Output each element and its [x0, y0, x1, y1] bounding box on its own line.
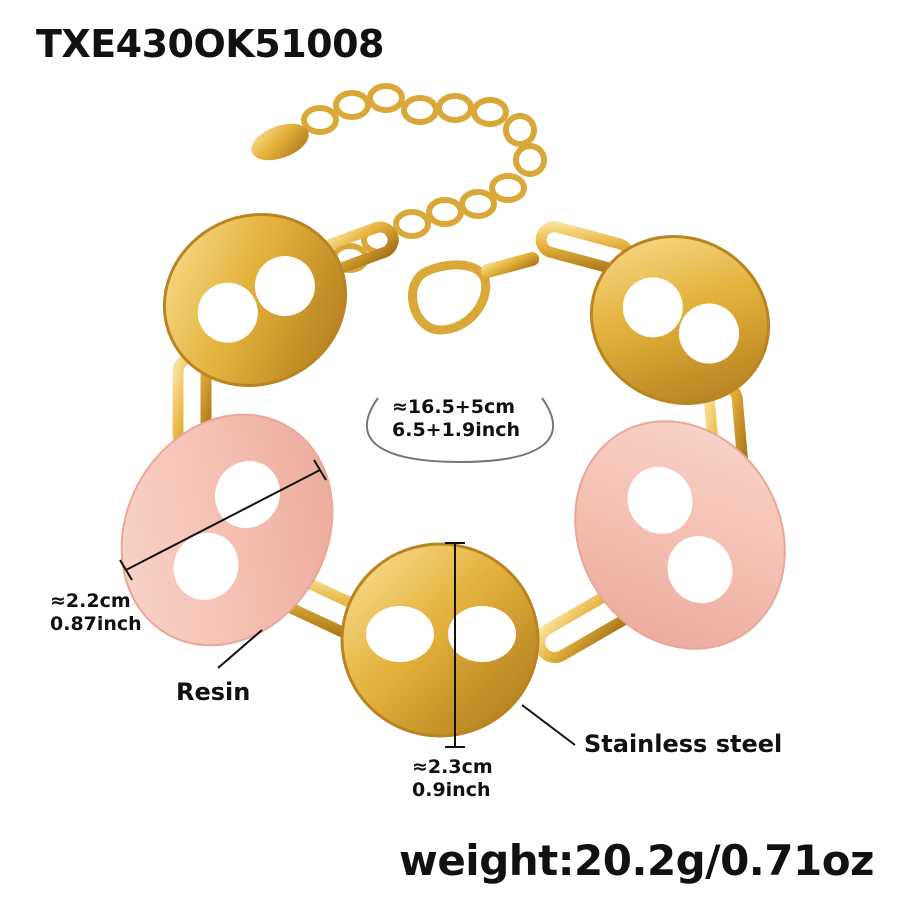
resin-width-measurement: ≈2.2cm 0.87inch — [50, 590, 142, 636]
measurement-lines — [119, 459, 576, 748]
resin-width-cm: ≈2.2cm — [50, 590, 131, 612]
steel-width-inch: 0.9inch — [412, 779, 491, 801]
gold-link-top-right — [589, 235, 771, 405]
product-weight: weight:20.2g/0.71oz — [399, 836, 874, 885]
product-sku: TXE430OK51008 — [36, 22, 384, 66]
resin-link-left — [120, 413, 334, 647]
gold-link-center — [340, 542, 540, 738]
resin-width-inch: 0.87inch — [50, 613, 142, 635]
length-measurement: ≈16.5+5cm 6.5+1.9inch — [392, 396, 520, 442]
resin-link-right — [574, 420, 786, 650]
gold-link-top-left — [162, 213, 348, 387]
steel-label: Stainless steel — [584, 730, 783, 758]
length-inch: 6.5+1.9inch — [392, 419, 521, 441]
length-arc — [366, 397, 554, 464]
resin-label: Resin — [176, 678, 251, 706]
length-cm: ≈16.5+5cm — [392, 396, 515, 418]
tag-charm — [251, 123, 309, 161]
lobster-clasp — [408, 252, 540, 335]
steel-width-cm: ≈2.3cm — [412, 756, 493, 778]
steel-width-measurement: ≈2.3cm 0.9inch — [412, 756, 493, 802]
